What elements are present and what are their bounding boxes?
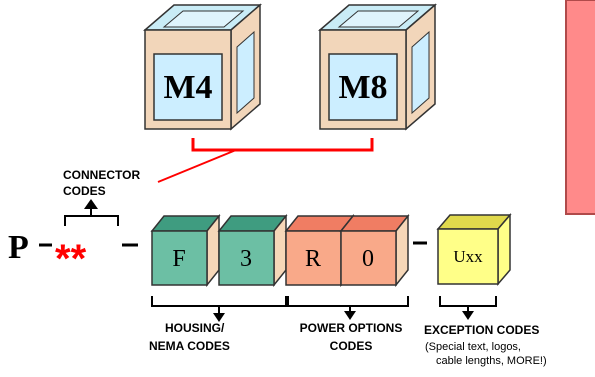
exception-arrow-head [462, 311, 474, 320]
exception-note-line1: (Special text, logos, [425, 341, 521, 353]
exception-bracket [439, 296, 497, 307]
code-block-housing-2: 3 [217, 213, 288, 288]
cube-label-m8: M8 [338, 69, 387, 106]
housing-label-line2: NEMA CODES [149, 339, 230, 353]
series-cube-m8: M8 [317, 3, 438, 131]
connector-label-line1: CONNECTOR [63, 168, 140, 182]
code-block-power-2: 0 [339, 213, 410, 288]
housing-arrow-head [213, 313, 225, 322]
block-front-face [285, 230, 342, 286]
code-value: 3 [240, 246, 252, 272]
power-label-line2: CODES [330, 339, 373, 353]
cube-front-inner [153, 53, 223, 121]
power-label-line1: POWER OPTIONS [300, 321, 403, 335]
connector-bracket [64, 215, 119, 226]
info-panel [565, 0, 595, 215]
part-prefix: P [8, 229, 29, 266]
cube-top-inner [337, 10, 420, 28]
series-bracket [191, 138, 374, 152]
housing-label-line1: HOUSING/ [165, 321, 225, 335]
cube-front-inner [328, 53, 398, 121]
connector-label-line2: CODES [63, 184, 106, 198]
block-front-face [340, 230, 397, 286]
power-bracket [287, 296, 409, 307]
series-pointer-line [157, 149, 237, 183]
code-value: 0 [362, 246, 374, 272]
block-front-face [437, 228, 499, 285]
housing-bracket [151, 296, 287, 307]
code-value: F [172, 246, 185, 272]
cube-side-inner [411, 30, 430, 115]
exception-note-line2: cable lengths, MORE!) [436, 355, 547, 367]
exception-code: Uxx [453, 247, 483, 266]
exception-block: Uxx [436, 212, 512, 287]
connector-arrow-head [84, 199, 98, 209]
power-arrow-head [344, 311, 356, 320]
block-front-face [151, 230, 208, 286]
series-cube-m4: M4 [142, 3, 263, 131]
exception-label: EXCEPTION CODES [424, 323, 539, 337]
cube-side-inner [236, 30, 255, 115]
connector-placeholder: ** [55, 237, 87, 281]
block-front-face [218, 230, 275, 286]
code-block-housing-1: F [150, 213, 221, 288]
cube-label-m4: M4 [163, 69, 212, 106]
cube-top-inner [162, 10, 245, 28]
code-value: R [305, 246, 321, 272]
